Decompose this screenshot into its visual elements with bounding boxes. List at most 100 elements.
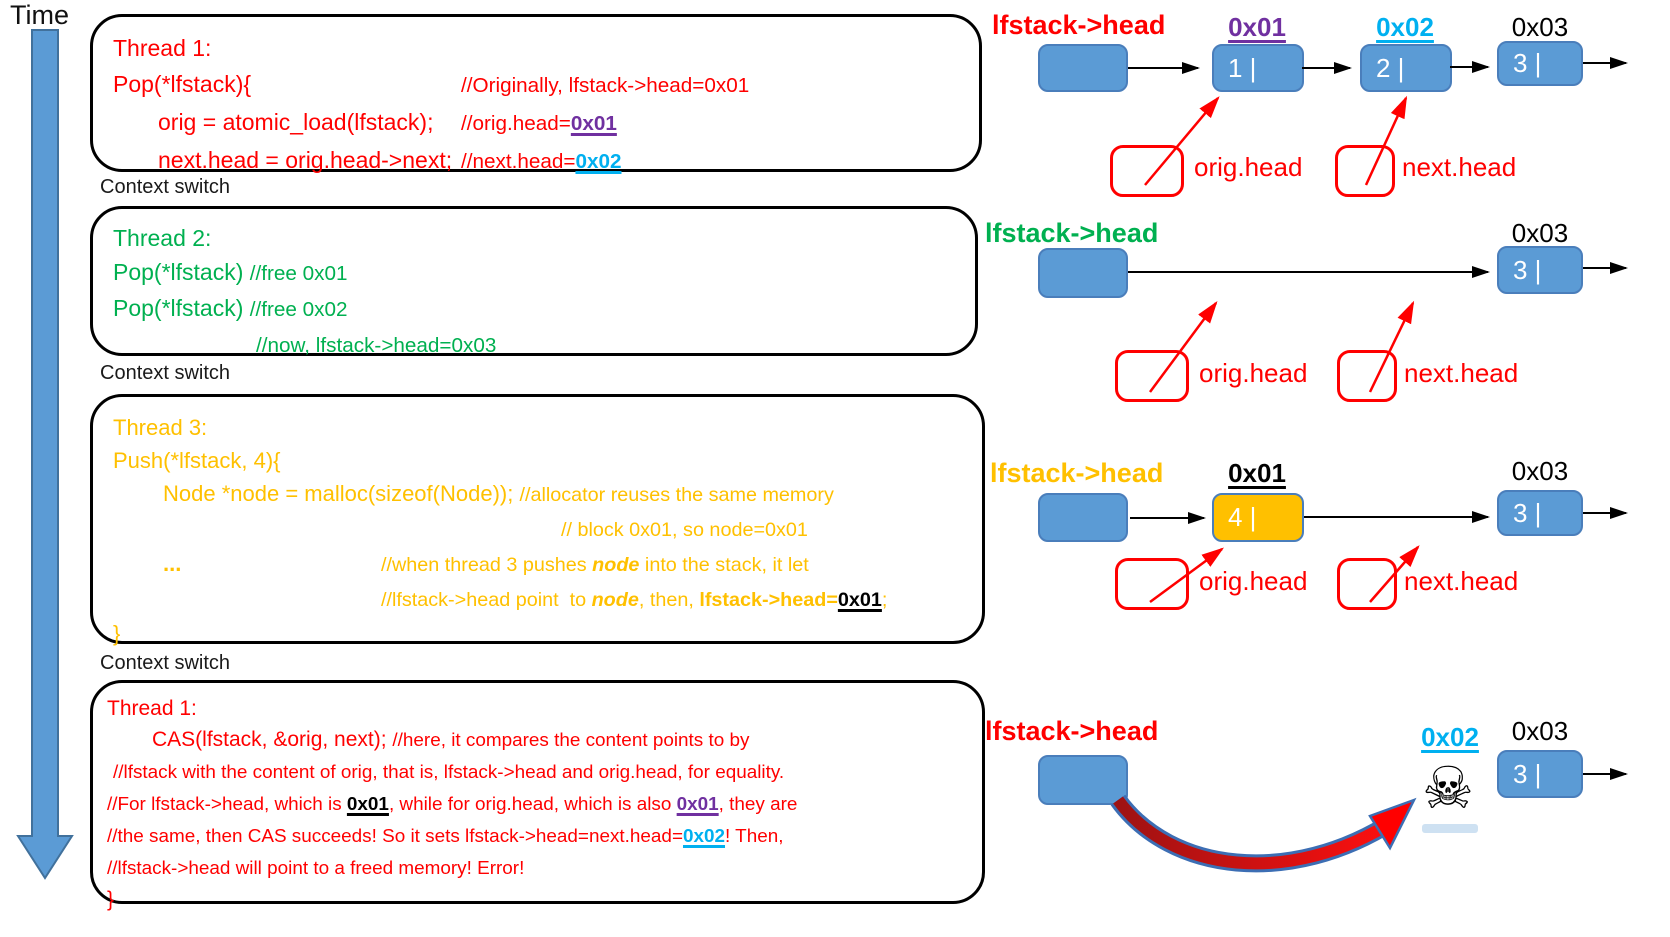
code-run: Thread 3: (113, 415, 208, 440)
code-run: //lfstack with the content of orig, that… (113, 762, 785, 783)
code-run: Thread 2: (113, 225, 212, 251)
context-switch-label: Context switch (100, 652, 231, 674)
orig-head-label: orig.head (1194, 152, 1303, 182)
head-box (1038, 493, 1128, 542)
code-run: //lfstack->head will point to a freed me… (107, 858, 525, 879)
next-head-label: next.head (1402, 152, 1517, 182)
code-run: 0x01 (676, 794, 719, 815)
code-run: Pop(*lfstack){ (113, 71, 252, 97)
code-run: 0x01 (346, 794, 389, 815)
node-box-0x03: 3 | (1497, 41, 1583, 86)
code-run: //Originally, lfstack->head=0x01 (461, 74, 750, 97)
code-run: Pop(*lfstack) (113, 259, 250, 285)
pointer-box-next-head (1337, 558, 1397, 610)
node-box-0x01-reused: 4 | (1212, 493, 1304, 542)
addr-label-0x01: 0x01 (1228, 12, 1286, 42)
code-run: orig = atomic_load(lfstack); (158, 109, 434, 135)
code-run: } (107, 888, 115, 911)
node-box-0x01: 1 | (1212, 44, 1304, 92)
code-run: //orig.head= (461, 112, 571, 135)
code-run: node (592, 554, 640, 576)
code-line: //the same, then CAS succeeds! So it set… (107, 820, 982, 852)
next-head-label: next.head (1404, 358, 1519, 388)
code-run: into the stack, it let (639, 554, 809, 576)
code-run: 0x02 (682, 826, 726, 847)
code-run: ! Then, (725, 826, 784, 847)
code-run: //next.head= (461, 150, 576, 173)
pointer-box-orig-head (1110, 145, 1184, 197)
code-line: // block 0x01, so node=0x01 (113, 512, 982, 547)
code-run: //lfstack->head point to (381, 589, 592, 611)
code-line: Thread 1: (107, 693, 982, 724)
code-run: ... (163, 551, 182, 576)
skull-reflection (1422, 824, 1478, 833)
context-switch-label: Context switch (100, 176, 231, 198)
code-line: //lfstack->head will point to a freed me… (107, 852, 982, 884)
code-run: , while for orig.head, which is also (388, 794, 677, 815)
code-run: Pop(*lfstack) (113, 295, 250, 321)
code-line: Thread 1: (113, 30, 979, 66)
pointer-box-orig-head (1115, 558, 1189, 610)
pointer-box-next-head (1335, 145, 1395, 197)
addr-label-0x01: 0x01 (1228, 458, 1286, 488)
code-line: Thread 3: (113, 411, 982, 444)
code-line: } (113, 617, 982, 650)
lfstack-head-label: lfstack->head (985, 716, 1159, 746)
code-run: Push(*lfstack, 4){ (113, 448, 281, 473)
context-switch-label: Context switch (100, 362, 231, 384)
code-line: Thread 2: (113, 221, 975, 255)
time-label: Time (10, 0, 69, 30)
lfstack-head-label: lfstack->head (985, 218, 1159, 248)
code-run: node (591, 589, 639, 611)
pointer-box-next-head (1337, 350, 1397, 402)
code-line: orig = atomic_load(lfstack); //orig.head=… (113, 104, 979, 142)
code-line: Pop(*lfstack) //free 0x01 (113, 255, 975, 291)
lfstack-head-label: lfstack->head (990, 458, 1164, 488)
code-run: //For lfstack->head, which is (107, 794, 347, 815)
code-run: ; (881, 589, 888, 611)
code-line: //now, lfstack->head=0x03 (113, 327, 975, 363)
addr-label-0x02: 0x02 (1421, 722, 1479, 752)
code-line: //lfstack with the content of orig, that… (107, 756, 982, 788)
orig-head-label: orig.head (1199, 566, 1308, 596)
code-run: //free 0x01 (249, 262, 348, 285)
addr-label-0x02: 0x02 (1376, 12, 1434, 42)
code-run: 0x02 (575, 150, 622, 173)
code-run: //now, lfstack->head=0x03 (256, 334, 497, 357)
code-line: Pop(*lfstack) //free 0x02 (113, 291, 975, 327)
code-run: 0x01 (570, 112, 617, 135)
thread1-cas-panel: Thread 1:CAS(lfstack, &orig, next); //he… (90, 680, 985, 911)
code-line: //lfstack->head point to node, then, lfs… (113, 582, 982, 617)
code-run: //when thread 3 pushes (381, 554, 593, 576)
orig-head-label: orig.head (1199, 358, 1308, 388)
lfstack-head-label: lfstack->head (992, 10, 1166, 40)
code-run: //allocator reuses the same memory (519, 484, 834, 506)
code-run: } (113, 621, 121, 646)
code-line: Node *node = malloc(sizeof(Node)); //all… (113, 477, 982, 512)
code-run: , they are (718, 794, 798, 815)
code-line: ... //when thread 3 pushes node into the … (113, 547, 982, 582)
thread3-push-panel: Thread 3: Push(*lfstack, 4){ Node *node = … (90, 394, 985, 646)
time-arrow (16, 29, 74, 880)
code-run: 0x01 (837, 589, 882, 611)
addr-label-0x03: 0x03 (1511, 218, 1569, 248)
code-line: CAS(lfstack, &orig, next); //here, it co… (107, 724, 982, 756)
pointer-box-orig-head (1115, 350, 1189, 402)
skull-icon: ☠ (1422, 756, 1474, 821)
addr-label-0x03: 0x03 (1511, 716, 1569, 746)
code-line: } (107, 884, 982, 915)
next-head-label: next.head (1404, 566, 1519, 596)
code-line: Pop(*lfstack){ //Originally, lfstack->hea… (113, 66, 979, 104)
head-box (1038, 755, 1128, 805)
node-box-0x02: 2 | (1360, 44, 1452, 92)
code-run: //free 0x02 (249, 298, 348, 321)
code-run: //the same, then CAS succeeds! So it set… (107, 826, 683, 847)
head-box (1038, 248, 1128, 298)
addr-label-0x03: 0x03 (1511, 12, 1569, 42)
code-line: next.head = orig.head->next; //next.head… (113, 142, 979, 180)
code-run: CAS(lfstack, &orig, next); (152, 728, 393, 751)
code-run: Node *node = malloc(sizeof(Node)); (163, 481, 520, 506)
code-run: next.head = orig.head->next; (158, 147, 459, 173)
code-line: //For lfstack->head, which is 0x01, whil… (107, 788, 982, 820)
